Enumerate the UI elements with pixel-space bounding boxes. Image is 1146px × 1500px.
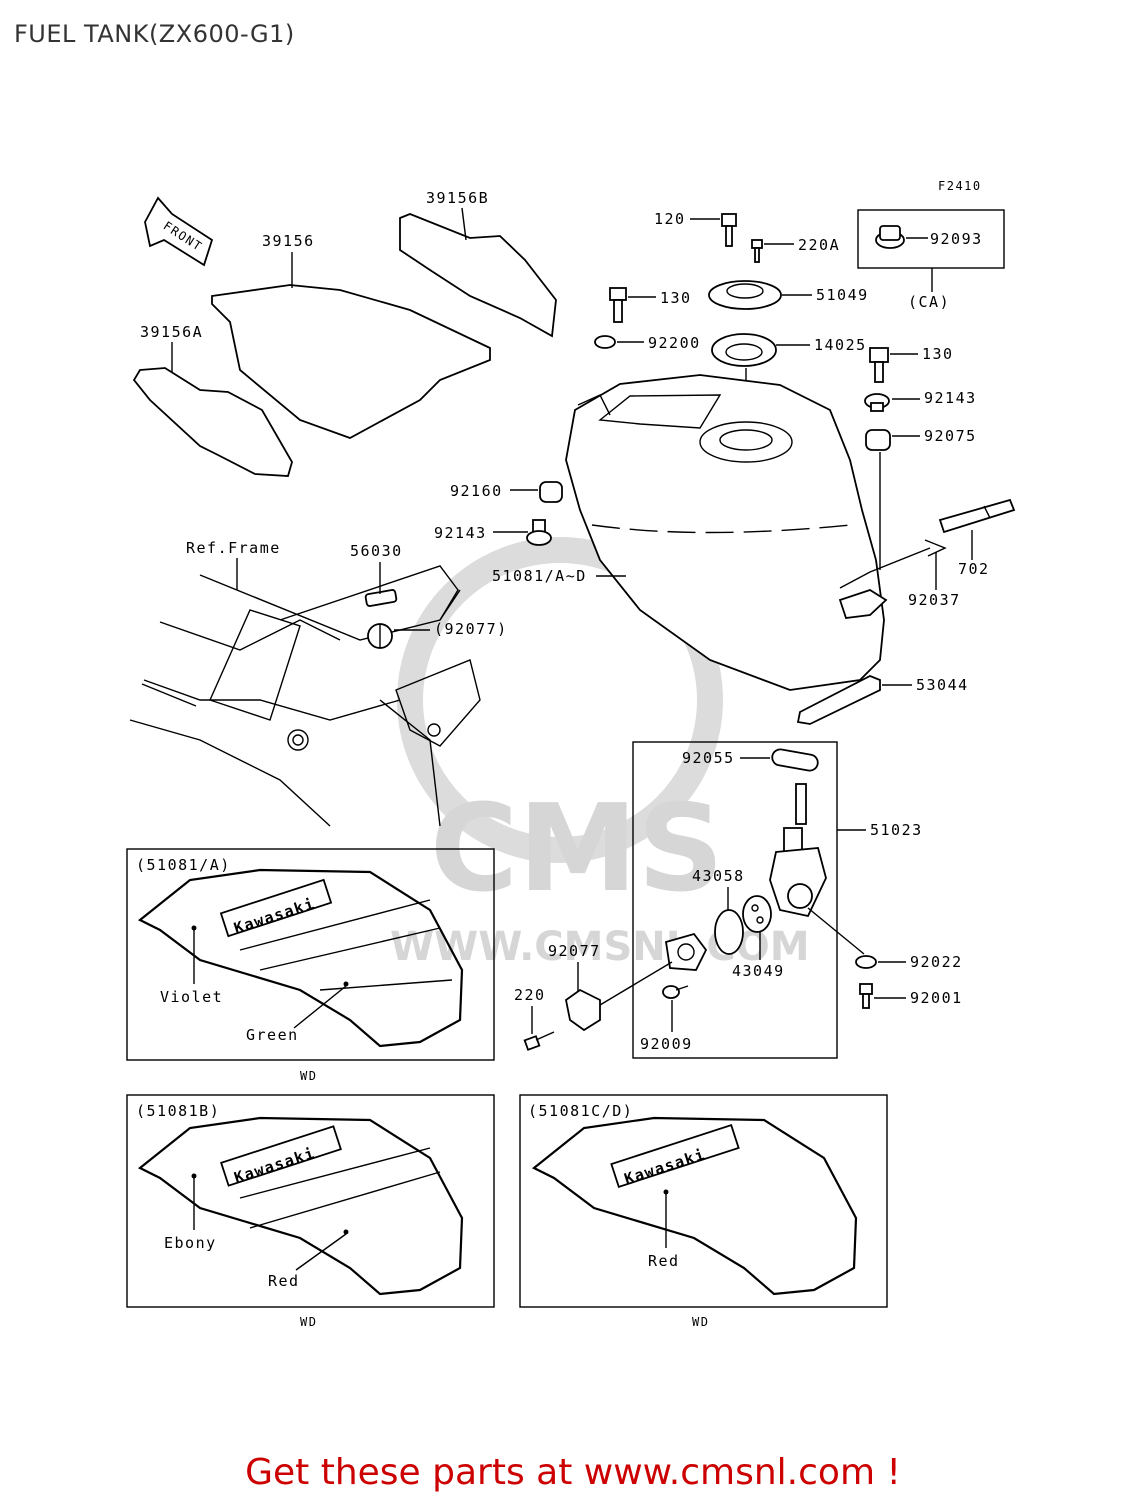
pad-39156 — [211, 284, 491, 439]
pad-39156A — [132, 367, 293, 477]
grommet-92143-left — [526, 519, 552, 546]
variant-box-cd: (51081C/D) Kawasaki Red WD — [519, 1094, 888, 1329]
variant-a-label: (51081/A) — [136, 856, 231, 874]
variant-cd-color1: Red — [648, 1252, 680, 1270]
variant-b-spec: WD — [300, 1315, 317, 1329]
label-92037: 92037 — [908, 591, 961, 609]
label-53044: 53044 — [916, 676, 969, 694]
variant-box-b: (51081B) Kawasaki Ebony Red WD — [126, 1094, 495, 1329]
label-39156A: 39156A — [140, 323, 203, 341]
label-plate-56030 — [364, 589, 398, 607]
label-92077-ref: (92077) — [434, 620, 508, 638]
variant-b-color1: Ebony — [164, 1234, 217, 1252]
label-92001: 92001 — [910, 989, 963, 1007]
kit-box-CA — [857, 209, 1005, 269]
variant-cd-label: (51081C/D) — [528, 1102, 633, 1120]
screw-92009 — [662, 985, 689, 999]
label-92143-right: 92143 — [924, 389, 977, 407]
label-120: 120 — [654, 210, 686, 228]
bolt-92001 — [859, 983, 873, 1009]
label-56030: 56030 — [350, 542, 403, 560]
label-220A: 220A — [798, 236, 840, 254]
cap-92093 — [875, 225, 905, 249]
label-92200: 92200 — [648, 334, 701, 352]
label-ref-frame: Ref.Frame — [186, 539, 281, 557]
label-51023: 51023 — [870, 821, 923, 839]
variant-a-spec: WD — [300, 1069, 317, 1083]
label-43058: 43058 — [692, 867, 745, 885]
variant-a-color1: Violet — [160, 988, 223, 1006]
label-51081: 51081/A~D — [492, 567, 587, 585]
label-43049: 43049 — [732, 962, 785, 980]
variant-box-a: (51081/A) Kawasaki Violet Green WD — [126, 848, 495, 1083]
damper-92075 — [865, 429, 891, 451]
bolt-130-left — [609, 287, 627, 323]
label-92143-left: 92143 — [434, 524, 487, 542]
label-92075: 92075 — [924, 427, 977, 445]
fuel-tank-51081 — [565, 374, 888, 691]
bolt-220A — [751, 239, 763, 263]
variant-b-label: (51081B) — [136, 1102, 220, 1120]
figure-code: F2410 — [938, 179, 982, 193]
gasket-92055 — [771, 748, 819, 772]
label-51049: 51049 — [816, 286, 869, 304]
washer-92022 — [855, 955, 877, 969]
label-92055: 92055 — [682, 749, 735, 767]
label-702: 702 — [958, 560, 990, 578]
label-92077: 92077 — [548, 942, 601, 960]
label-39156: 39156 — [262, 232, 315, 250]
variant-cd-spec: WD — [692, 1315, 709, 1329]
seal-43049 — [742, 895, 772, 933]
cta-banner: Get these parts at www.cmsnl.com ! — [0, 1452, 1146, 1493]
fuel-cock-51023 — [769, 783, 827, 918]
bolt-120 — [721, 213, 737, 247]
fuel-cap-51049 — [708, 280, 782, 310]
fuel-cock-box-51023 — [632, 741, 838, 1059]
pad-39156B — [399, 213, 557, 338]
label-220: 220 — [514, 986, 546, 1004]
variant-b-color2: Red — [268, 1272, 300, 1290]
damper-92160 — [539, 481, 563, 503]
page-title: FUEL TANK(ZX600-G1) — [14, 20, 295, 48]
o-ring-43058 — [714, 909, 744, 955]
cta-link[interactable]: Get these parts at www.cmsnl.com ! — [245, 1452, 901, 1493]
label-130-left: 130 — [660, 289, 692, 307]
front-arrow-icon: FRONT — [144, 196, 214, 267]
label-130-right: 130 — [922, 345, 954, 363]
label-92009: 92009 — [640, 1035, 693, 1053]
hose-702 — [938, 498, 1016, 534]
bolt-130-right — [869, 347, 889, 383]
label-92160: 92160 — [450, 482, 503, 500]
cap-92077-ref — [367, 623, 393, 649]
washer-92200 — [594, 335, 616, 349]
label-92022: 92022 — [910, 953, 963, 971]
label-CA: (CA) — [908, 293, 950, 311]
variant-a-color2: Green — [246, 1026, 299, 1044]
lever-92077 — [565, 932, 708, 1032]
label-14025: 14025 — [814, 336, 867, 354]
grommet-92143-right — [864, 393, 890, 412]
ring-14025 — [711, 333, 777, 367]
label-39156B: 39156B — [426, 189, 489, 207]
clip-92037 — [839, 539, 947, 589]
strip-53044 — [796, 675, 881, 725]
screw-220 — [523, 1031, 555, 1051]
label-92093: 92093 — [930, 230, 983, 248]
